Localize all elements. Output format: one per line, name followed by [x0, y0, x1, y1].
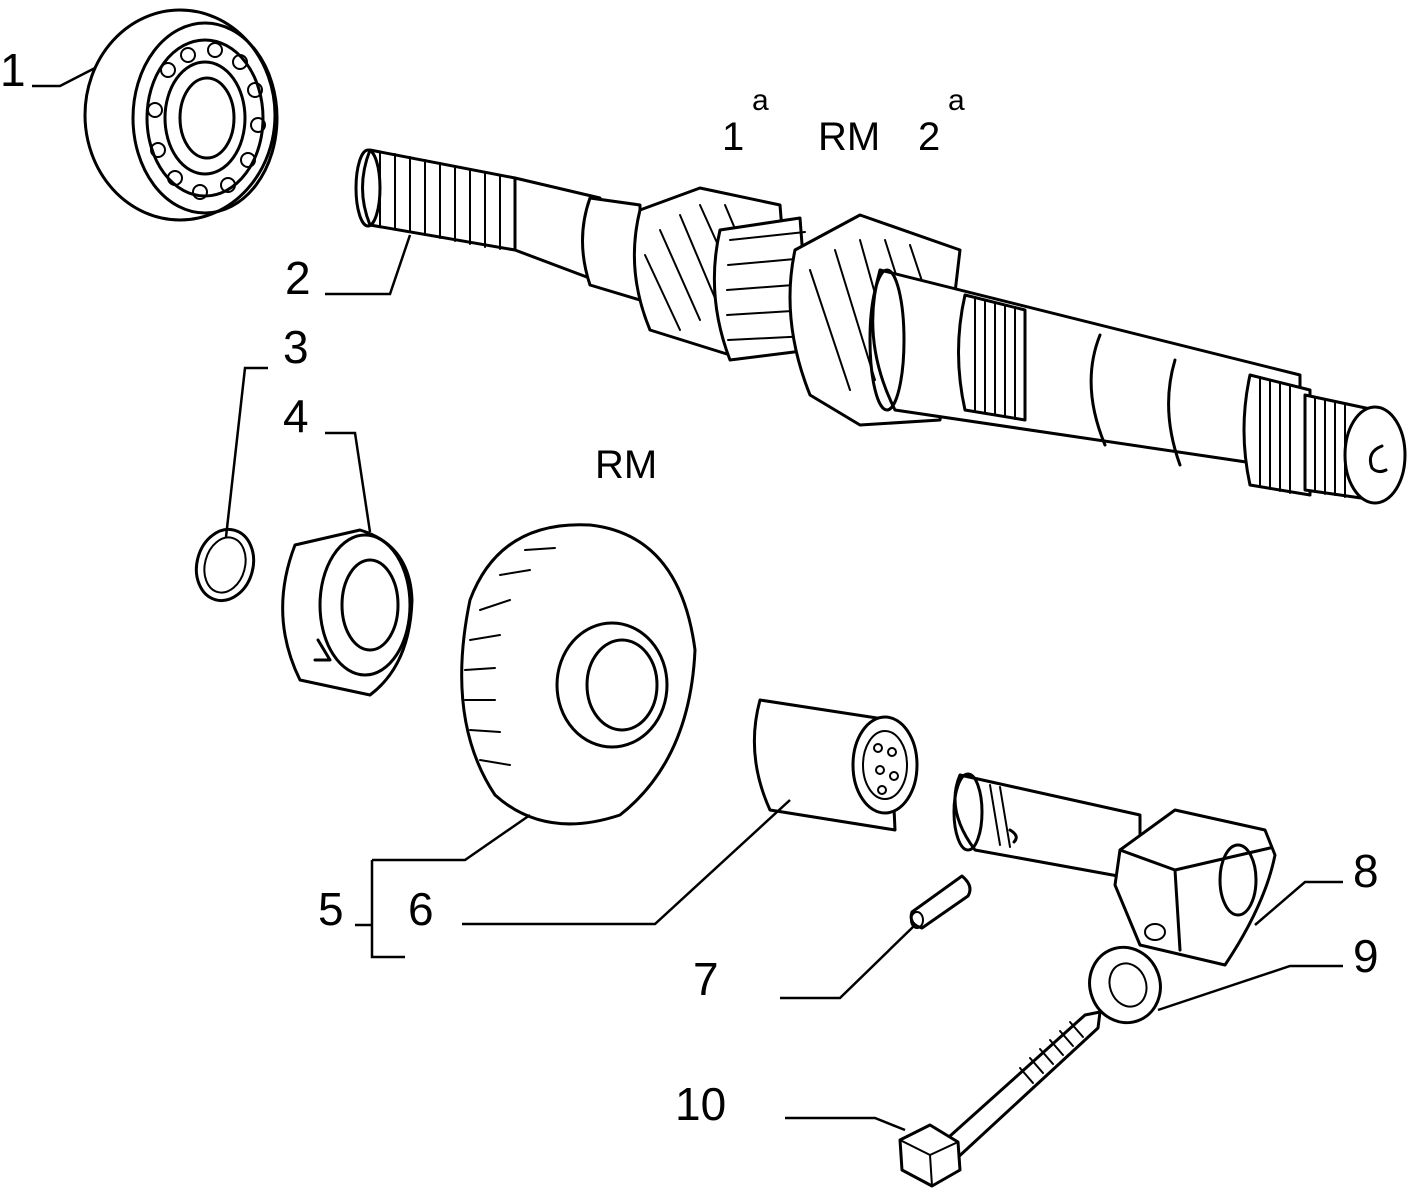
- callout-7: 7: [693, 953, 719, 1005]
- callout-1: 1: [0, 44, 26, 96]
- callout-9: 9: [1353, 930, 1379, 982]
- needle-bearing: [752, 698, 919, 832]
- main-shaft: [354, 148, 1407, 505]
- gear-label-second: 2: [918, 115, 940, 159]
- reverse-idler-gear: [460, 523, 697, 826]
- callout-10: 10: [675, 1078, 726, 1130]
- gear-label-second-sup: a: [948, 84, 965, 117]
- gear-label-reverse-idler: RM: [595, 443, 657, 487]
- callout-6: 6: [408, 883, 434, 935]
- callout-3: 3: [283, 321, 309, 373]
- bolt: [898, 1010, 1102, 1188]
- gear-label-first: 1: [722, 115, 744, 159]
- washer: [1088, 945, 1162, 1025]
- roll-pin: [909, 874, 972, 930]
- leader-lines: [32, 66, 1343, 1132]
- ball-bearing: [83, 8, 279, 222]
- callout-2: 2: [285, 252, 311, 304]
- gear-label-first-sup: a: [752, 84, 769, 117]
- gear-label-reverse-top: RM: [818, 115, 880, 159]
- callout-5: 5: [318, 883, 344, 935]
- callout-8: 8: [1353, 845, 1379, 897]
- idler-shaft: [952, 772, 1277, 967]
- callout-4: 4: [283, 390, 309, 442]
- snap-ring: [194, 527, 256, 603]
- shift-collar: [281, 528, 414, 697]
